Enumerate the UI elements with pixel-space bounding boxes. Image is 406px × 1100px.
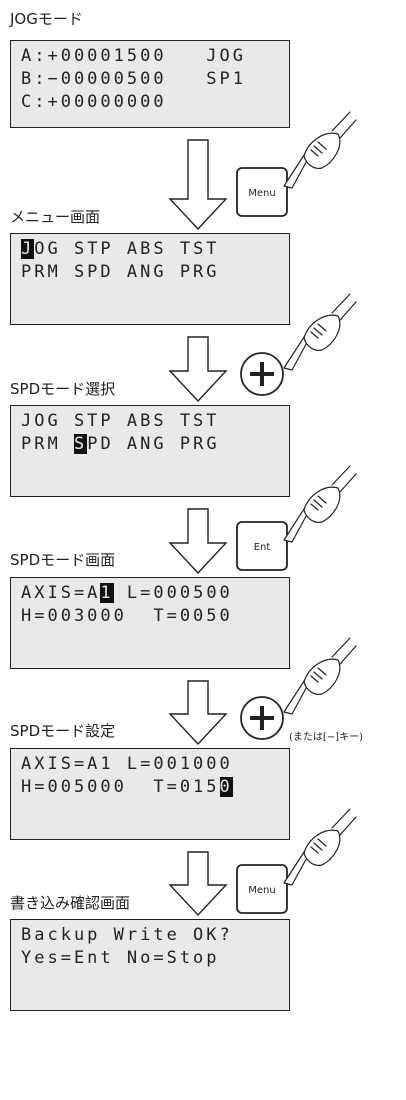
ent-key-icon: Ent xyxy=(236,521,288,571)
down-arrow-icon xyxy=(168,851,228,917)
lcd-screen: Backup Write OK? Yes=Ent No=Stop xyxy=(10,919,290,1011)
lcd-cursor: 0 xyxy=(219,777,233,797)
lcd-line: PRM SPD ANG PRG xyxy=(21,433,279,456)
down-arrow-icon xyxy=(168,336,228,403)
lcd-text: H=003000 T=0050 xyxy=(21,606,233,626)
lcd-line: AXIS=A1 L=001000 xyxy=(21,753,279,776)
lcd-text: JOG STP ABS TST xyxy=(21,411,220,431)
plus-key-icon xyxy=(240,352,284,396)
lcd-line: A:+00001500 JOG xyxy=(21,45,279,68)
lcd-text: A:+00001500 JOG xyxy=(21,46,246,66)
lcd-text: Backup Write OK? xyxy=(21,925,233,945)
pointing-hand-icon xyxy=(283,293,357,371)
lcd-line: AXIS=A1 L=000500 xyxy=(21,582,279,605)
lcd-line: PRM SPD ANG PRG xyxy=(21,261,279,284)
lcd-cursor: 1 xyxy=(100,583,114,603)
lcd-line: H=005000 T=0150 xyxy=(21,776,279,799)
plus-key-icon xyxy=(240,696,284,740)
lcd-line xyxy=(21,799,279,822)
lcd-line xyxy=(21,970,279,993)
step-label: JOGモード xyxy=(10,10,83,28)
lcd-text: AXIS=A xyxy=(21,583,101,603)
lcd-line xyxy=(21,456,279,479)
step-connector: Menu xyxy=(168,808,357,917)
lcd-text: OG STP ABS TST xyxy=(34,239,220,259)
lcd-text: PRM xyxy=(21,434,74,454)
lcd-line: B:−00000500 SP1 xyxy=(21,68,279,91)
lcd-line: C:+00000000 xyxy=(21,91,279,114)
step-label: メニュー画面 xyxy=(10,208,101,226)
lcd-text: PD ANG PRG xyxy=(87,434,220,454)
key-label: Menu xyxy=(248,188,275,199)
lcd-text: B:−00000500 SP1 xyxy=(21,69,246,89)
lcd-line: Yes=Ent No=Stop xyxy=(21,947,279,970)
menu-key-icon: Menu xyxy=(236,864,288,914)
lcd-cursor: J xyxy=(21,239,35,259)
menu-key-icon: Menu xyxy=(236,167,288,217)
lcd-cursor: S xyxy=(73,434,88,454)
step-connector: Menu xyxy=(168,111,357,231)
down-arrow-icon xyxy=(168,508,228,575)
lcd-line: JOG STP ABS TST xyxy=(21,238,279,261)
lcd-text: H=005000 T=015 xyxy=(21,777,220,797)
key-label: Menu xyxy=(248,885,275,896)
pointing-hand-icon xyxy=(283,637,357,715)
step-connector xyxy=(168,293,357,403)
down-arrow-icon xyxy=(168,139,228,231)
step-label: 書き込み確認画面 xyxy=(10,894,131,912)
down-arrow-icon xyxy=(168,680,228,746)
lcd-text: C:+00000000 xyxy=(21,92,167,112)
key-label: Ent xyxy=(254,542,271,553)
lcd-text: L=000500 xyxy=(113,583,233,603)
lcd-line: Backup Write OK? xyxy=(21,924,279,947)
lcd-line: H=003000 T=0050 xyxy=(21,605,279,628)
lcd-text: PRM SPD ANG PRG xyxy=(21,262,220,282)
lcd-line xyxy=(21,628,279,651)
pointing-hand-icon xyxy=(283,465,357,543)
step-connector xyxy=(168,637,357,746)
pointing-hand-icon xyxy=(283,111,357,189)
step-label: SPDモード選択 xyxy=(10,380,116,398)
lcd-line: JOG STP ABS TST xyxy=(21,410,279,433)
lcd-line xyxy=(21,284,279,307)
lcd-text: Yes=Ent No=Stop xyxy=(21,948,220,968)
pointing-hand-icon xyxy=(283,808,357,886)
step-label: SPDモード画面 xyxy=(10,551,116,569)
step-label: SPDモード設定 xyxy=(10,722,116,740)
lcd-text: AXIS=A1 L=001000 xyxy=(21,754,233,774)
key-alternative-note: (または[−]キー) xyxy=(289,732,363,743)
step-connector: Ent xyxy=(168,465,357,575)
